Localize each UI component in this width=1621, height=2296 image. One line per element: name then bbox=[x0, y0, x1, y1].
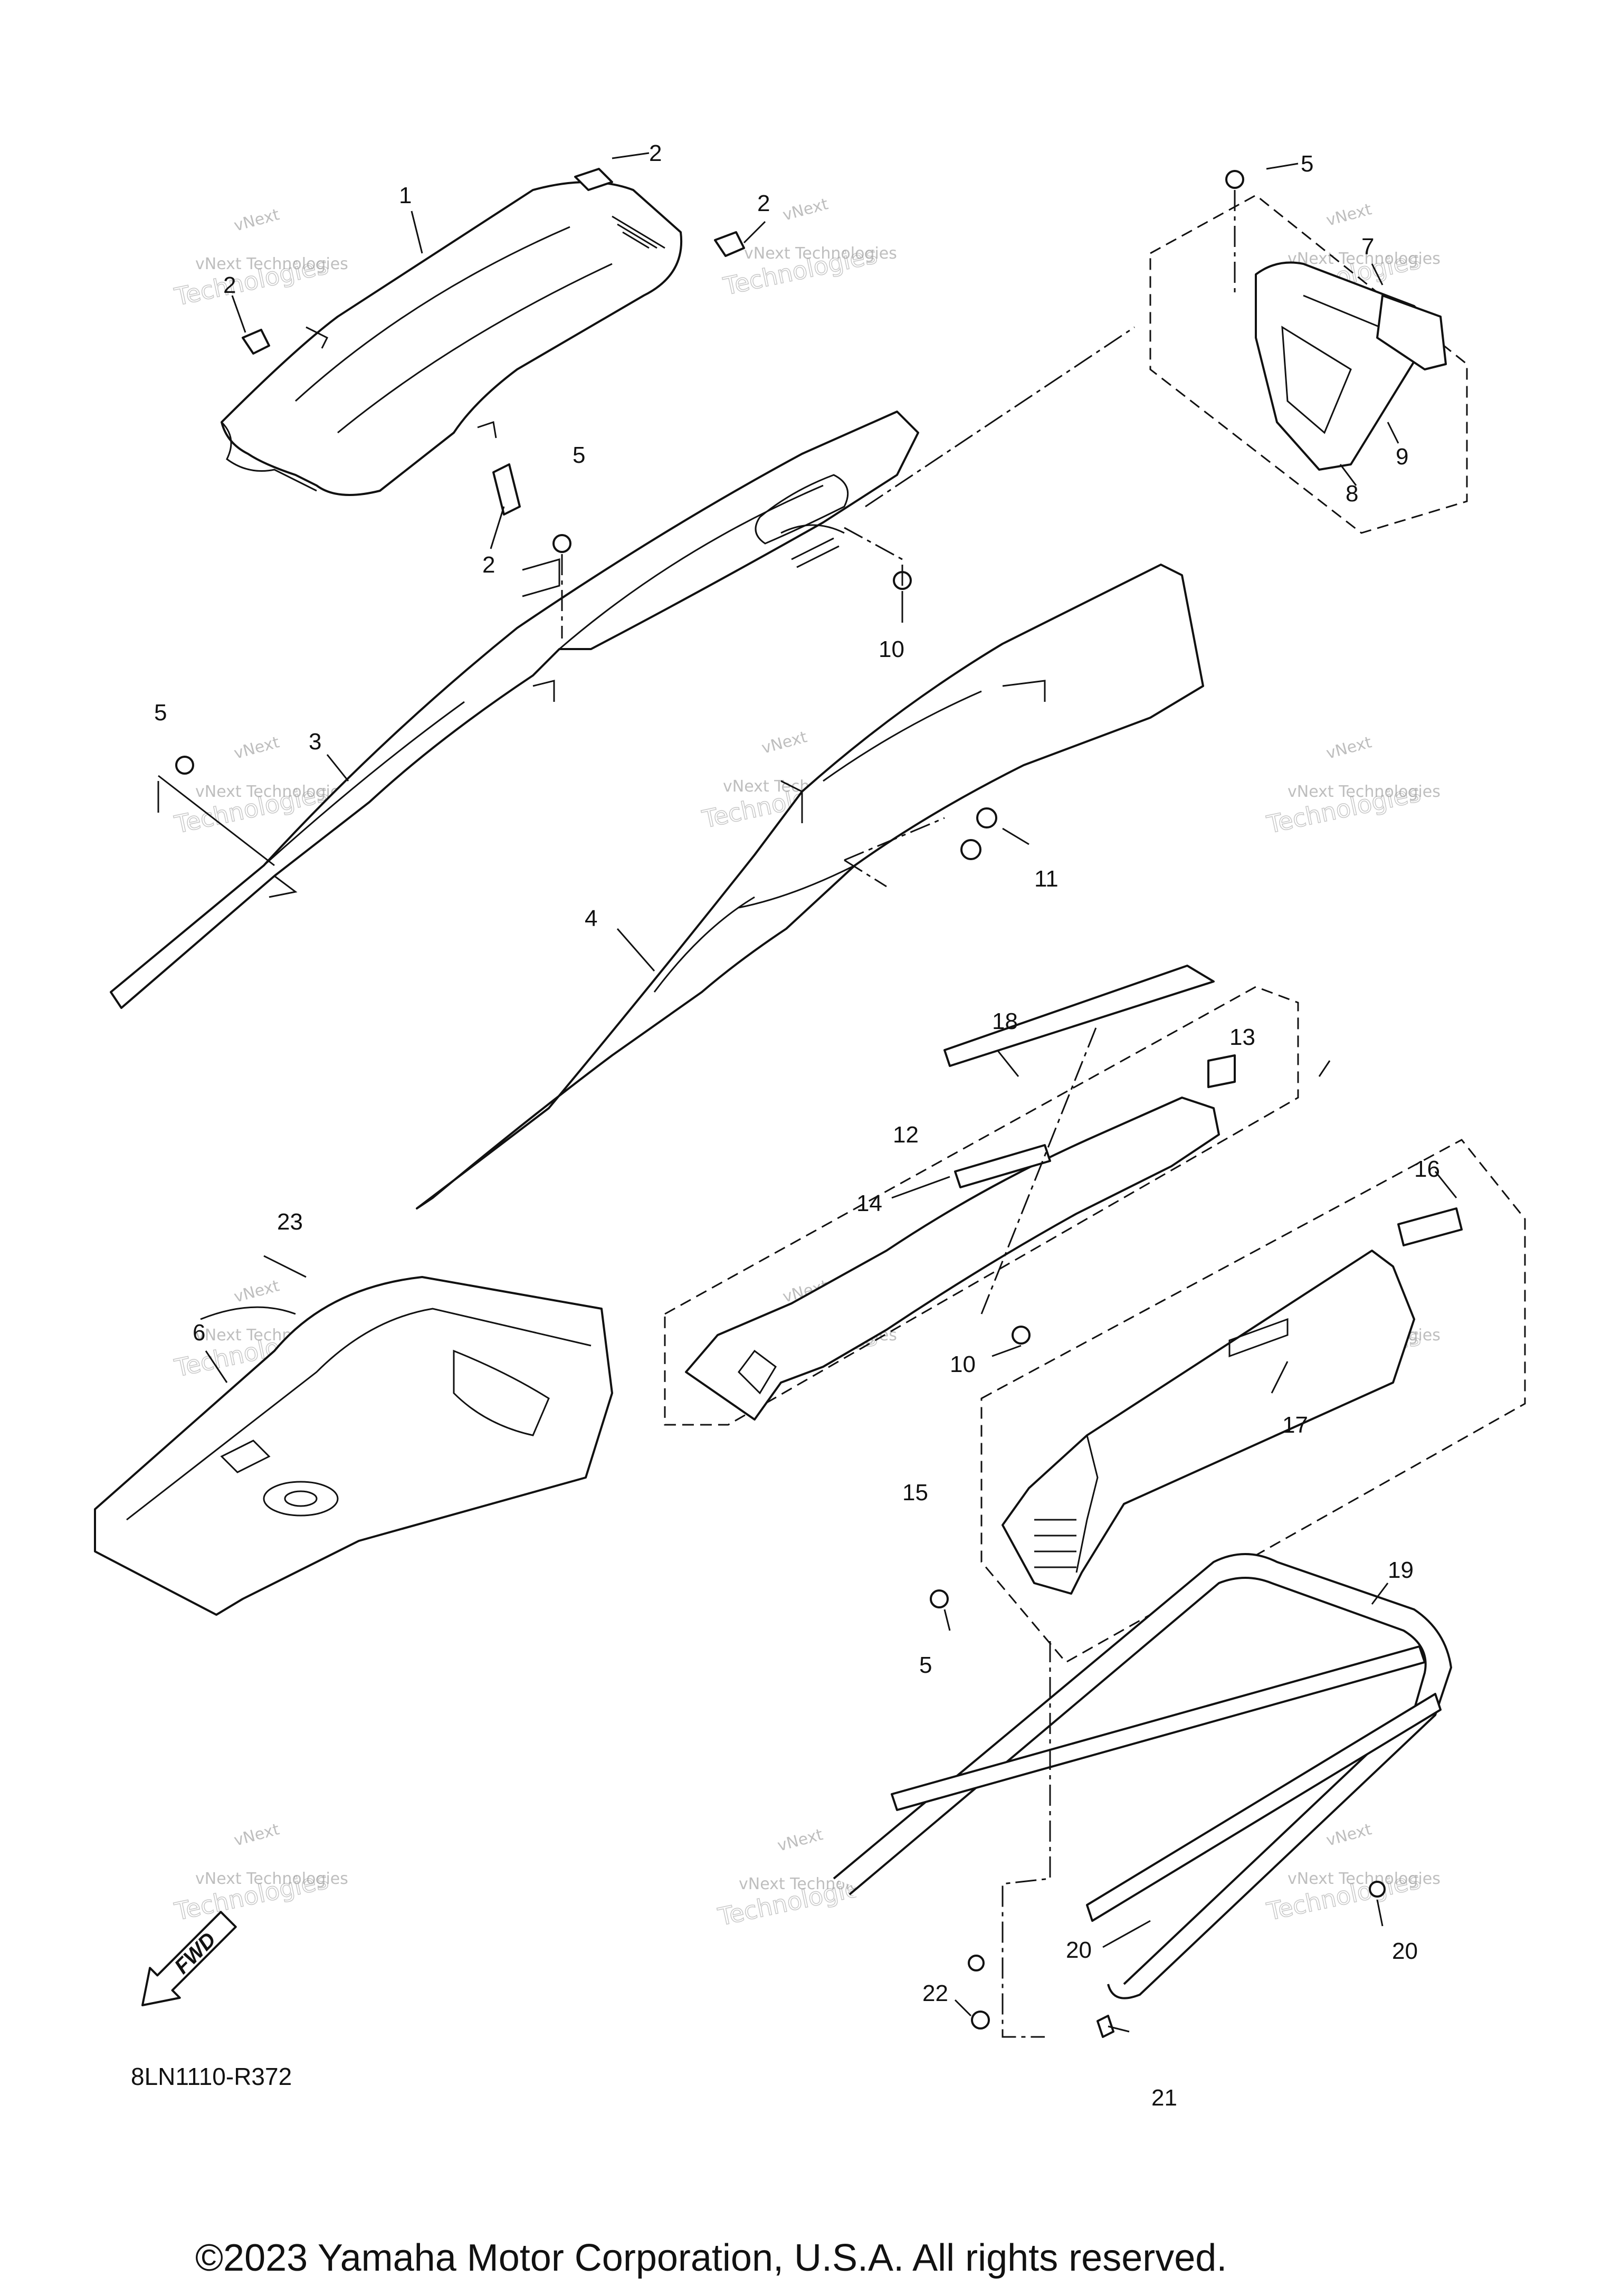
callout-22: 22 bbox=[922, 1980, 948, 2006]
fastener-group bbox=[175, 170, 1386, 2038]
callout-21: 21 bbox=[1151, 2085, 1177, 2111]
svg-text:vNext: vNext bbox=[1324, 1820, 1374, 1850]
callout-10: 10 bbox=[950, 1351, 976, 1377]
part-3-side-rail bbox=[110, 411, 919, 1009]
callout-17: 17 bbox=[1282, 1412, 1308, 1438]
watermark: vNext vNext Technologies Technologies bbox=[1264, 733, 1441, 839]
svg-text:vNext: vNext bbox=[232, 733, 282, 763]
callout-2: 2 bbox=[649, 140, 662, 166]
callout-1: 1 bbox=[399, 183, 412, 208]
leader-lines bbox=[205, 152, 1457, 2033]
svg-text:vNext Technologies: vNext Technologies bbox=[195, 255, 348, 273]
part-1-top-cover bbox=[221, 181, 683, 496]
svg-text:vNext Technologies: vNext Technologies bbox=[1288, 783, 1441, 801]
svg-text:vNext: vNext bbox=[1324, 200, 1374, 230]
callout-3: 3 bbox=[309, 729, 321, 755]
callout-5: 5 bbox=[919, 1652, 932, 1678]
callout-2: 2 bbox=[757, 190, 770, 216]
part-15-group bbox=[980, 1139, 1526, 1663]
callout-8: 8 bbox=[1346, 481, 1358, 507]
callout-18: 18 bbox=[992, 1008, 1018, 1034]
svg-text:vNext: vNext bbox=[232, 1820, 282, 1850]
watermark: vNext vNext Technologies Technologies bbox=[720, 195, 897, 301]
callout-11: 11 bbox=[1034, 866, 1059, 892]
part-19-grab-bar bbox=[833, 1553, 1452, 1999]
callout-14: 14 bbox=[856, 1190, 882, 1216]
callout-5: 5 bbox=[1301, 151, 1313, 177]
callout-9: 9 bbox=[1396, 444, 1408, 470]
callout-5: 5 bbox=[154, 700, 167, 726]
connection-lines bbox=[157, 190, 1236, 2038]
callout-23: 23 bbox=[277, 1209, 303, 1235]
callout-labels: 1 2 2 2 2 3 4 5 5 5 5 6 7 8 9 10 10 11 1… bbox=[154, 140, 1440, 2111]
part-2-clip bbox=[242, 168, 745, 516]
svg-text:vNext: vNext bbox=[776, 1825, 825, 1855]
watermark: vNext vNext Technologies Technologies bbox=[1264, 1820, 1441, 1926]
diagram-code: 8LN1110-R372 bbox=[131, 2063, 292, 2090]
callout-2: 2 bbox=[223, 272, 236, 298]
part-6-storage-bin bbox=[94, 1276, 613, 1616]
part-7-8-9-group bbox=[1149, 194, 1468, 534]
callout-6: 6 bbox=[193, 1320, 205, 1346]
svg-text:vNext Technologies: vNext Technologies bbox=[744, 244, 897, 263]
callout-12: 12 bbox=[893, 1122, 919, 1148]
svg-text:vNext: vNext bbox=[232, 205, 282, 235]
watermark: vNext vNext Technologies Technologies bbox=[171, 205, 348, 311]
svg-text:vNext: vNext bbox=[760, 728, 809, 758]
callout-10: 10 bbox=[879, 636, 904, 662]
part-4-side-rail bbox=[416, 564, 1204, 1209]
svg-text:vNext Technologies: vNext Technologies bbox=[195, 783, 348, 801]
callout-16: 16 bbox=[1414, 1156, 1440, 1182]
svg-text:vNext Technologies: vNext Technologies bbox=[1288, 250, 1441, 268]
callout-13: 13 bbox=[1229, 1024, 1255, 1050]
callout-20: 20 bbox=[1066, 1937, 1092, 1963]
callout-19: 19 bbox=[1388, 1557, 1414, 1583]
copyright-notice: ©2023 Yamaha Motor Corporation, U.S.A. A… bbox=[195, 2237, 1227, 2279]
callout-20: 20 bbox=[1392, 1938, 1418, 1964]
svg-text:vNext Technologies: vNext Technologies bbox=[195, 1870, 348, 1888]
svg-text:vNext: vNext bbox=[232, 1276, 282, 1307]
svg-text:vNext: vNext bbox=[1324, 733, 1374, 763]
callout-7: 7 bbox=[1361, 234, 1374, 260]
callout-2: 2 bbox=[482, 552, 495, 578]
svg-text:vNext: vNext bbox=[781, 195, 831, 225]
callout-4: 4 bbox=[585, 906, 597, 931]
part-12-group bbox=[664, 965, 1299, 1426]
svg-text:vNext Technologies: vNext Technologies bbox=[1288, 1870, 1441, 1888]
callout-5: 5 bbox=[573, 442, 585, 468]
watermark: vNext vNext Technologies Technologies bbox=[171, 1820, 348, 1926]
callout-15: 15 bbox=[902, 1480, 928, 1506]
